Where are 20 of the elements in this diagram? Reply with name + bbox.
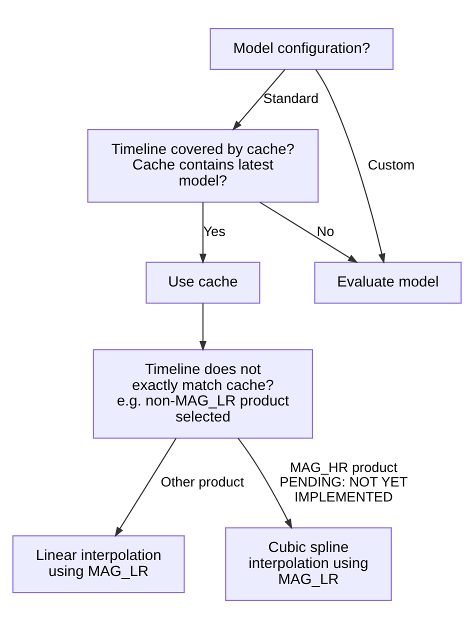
node-box: Timeline covered by cache? Cache contains latest model? (87, 128, 319, 202)
arrow (114, 438, 177, 537)
edge-label: Standard (263, 90, 319, 106)
node-box: Use cache (146, 261, 260, 304)
arrow (260, 201, 358, 263)
edge-label: Custom (368, 156, 415, 172)
edge-label: Other product (160, 474, 244, 490)
arrow (315, 68, 386, 264)
edge-label: MAG_HR product PENDING: NOT YET IMPLEMENTED (280, 459, 408, 504)
node-box: Model configuration? (210, 27, 394, 70)
arrow (199, 202, 207, 264)
edge-label: No (316, 223, 334, 238)
edge-label: Yes (203, 223, 226, 238)
arrow (199, 302, 207, 351)
arrow (232, 68, 286, 130)
node-box: Timeline does not exactly match cache? e.g. non-MAG_LR product selected (92, 348, 314, 438)
arrow (238, 437, 292, 529)
node-box: Linear interpolation using MAG_LR (12, 534, 185, 593)
node-box: Cubic spline interpolation using MAG_LR (225, 526, 392, 601)
node-box: Evaluate model (314, 261, 462, 304)
